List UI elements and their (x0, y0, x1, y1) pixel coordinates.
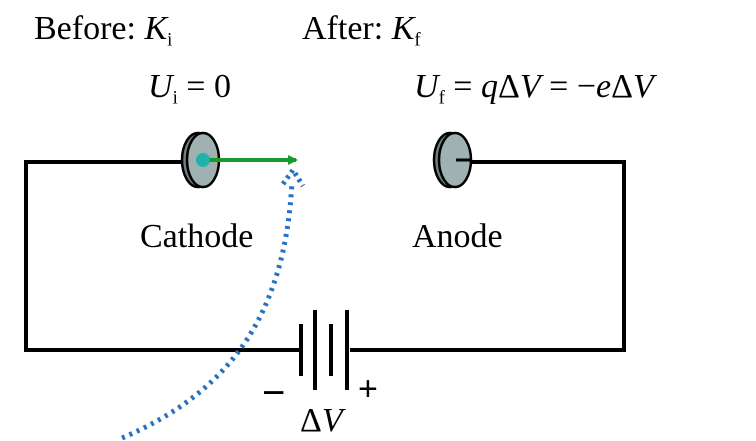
voltage-symbol-1: V (519, 68, 541, 105)
equals-sign-1: = (453, 68, 473, 105)
kinetic-initial-subscript: i (167, 29, 173, 51)
battery-icon (299, 310, 349, 390)
delta-symbol-1: Δ (497, 68, 520, 105)
battery-voltage-label: ΔV (300, 404, 343, 438)
battery-minus-sign: − (262, 371, 286, 415)
battery-voltage-symbol: V (321, 402, 343, 439)
potential-initial-symbol: U (148, 68, 173, 105)
voltage-symbol-2: V (632, 68, 654, 105)
cathode-label: Cathode (140, 218, 254, 255)
potential-initial-value: = 0 (186, 68, 231, 105)
electron-charge-symbol: e (596, 68, 612, 105)
after-potential-equation: Uf = qΔV = −eΔV (414, 68, 654, 108)
before-prefix: Before: (34, 10, 136, 47)
wire-right-loop (350, 160, 626, 352)
after-kinetic-label: After: Kf (302, 10, 421, 50)
pointer-arrowhead (280, 165, 306, 188)
anode-electrode (432, 131, 473, 189)
before-kinetic-label: Before: Ki (34, 10, 172, 50)
kinetic-initial-symbol: K (144, 10, 168, 47)
potential-final-subscript: f (438, 87, 445, 109)
potential-initial-subscript: i (172, 87, 178, 109)
kinetic-final-symbol: K (391, 10, 415, 47)
charge-symbol: q (480, 68, 498, 105)
before-potential-label: Ui = 0 (148, 68, 231, 108)
anode-label: Anode (412, 218, 503, 255)
delta-symbol-2: Δ (611, 68, 633, 105)
after-prefix: After: (302, 10, 384, 47)
potential-final-symbol: U (414, 68, 439, 105)
battery-delta-symbol: Δ (300, 402, 322, 439)
kinetic-final-subscript: f (414, 29, 421, 51)
battery-plus-sign: + (358, 370, 378, 408)
equals-minus-sign: = − (549, 68, 596, 105)
wire-left-loop (24, 160, 300, 352)
electron-icon (196, 153, 210, 167)
